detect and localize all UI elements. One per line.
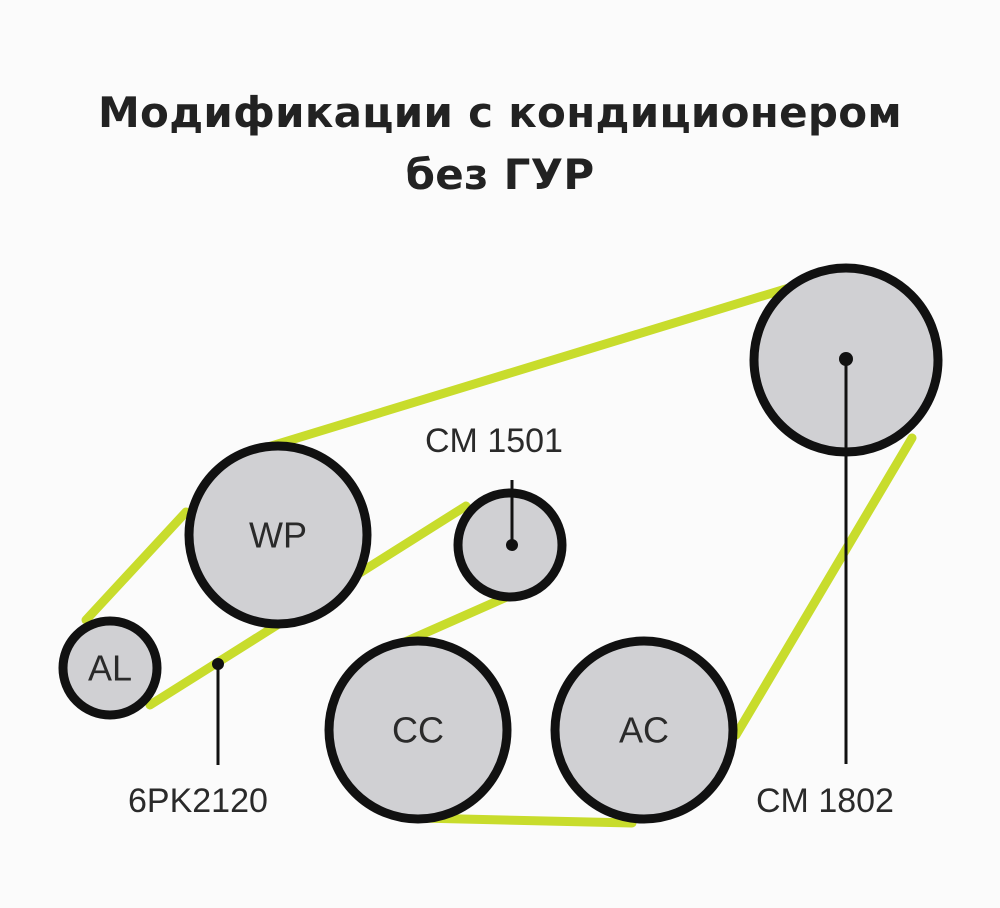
callout-belt-label: 6PK2120: [128, 782, 268, 820]
belt-segment-small-idler-to-cc: [393, 587, 523, 650]
callout-idler-large-dot: [839, 352, 853, 366]
pulley-al: AL: [58, 616, 162, 720]
pulley-cc-disc: [324, 636, 512, 824]
callout-idler-small-label: CM 1501: [425, 422, 563, 460]
pulley-al-disc: [58, 616, 162, 720]
pulley-cc-label: CC: [392, 710, 444, 751]
callout-idler-small-dot: [506, 539, 518, 551]
pulley-wp: WP: [184, 441, 372, 629]
pulley-cc: CC: [324, 636, 512, 824]
page-title-line-2: без ГУР: [405, 150, 595, 199]
callouts: [212, 352, 853, 765]
pulley-al-label: AL: [88, 648, 132, 689]
belt-segment-ac-to-large-idler: [731, 433, 917, 740]
pulley-ac-disc: [550, 636, 738, 824]
callout-belt-dot: [212, 658, 224, 670]
belt-segment-wp-to-large-idler: [253, 282, 797, 455]
callout-idler-large-label: CM 1802: [756, 782, 894, 820]
belt-segment-al-to-wp: [81, 507, 191, 625]
belt-segment-cc-to-ac: [415, 813, 637, 828]
pulley-wp-disc: [184, 441, 372, 629]
page-title-line-1: Модификации с кондиционером: [97, 88, 903, 137]
pulley-wp-label: WP: [249, 515, 307, 556]
pulley-ac-label: AC: [619, 710, 669, 751]
pulley-ac: AC: [550, 636, 738, 824]
